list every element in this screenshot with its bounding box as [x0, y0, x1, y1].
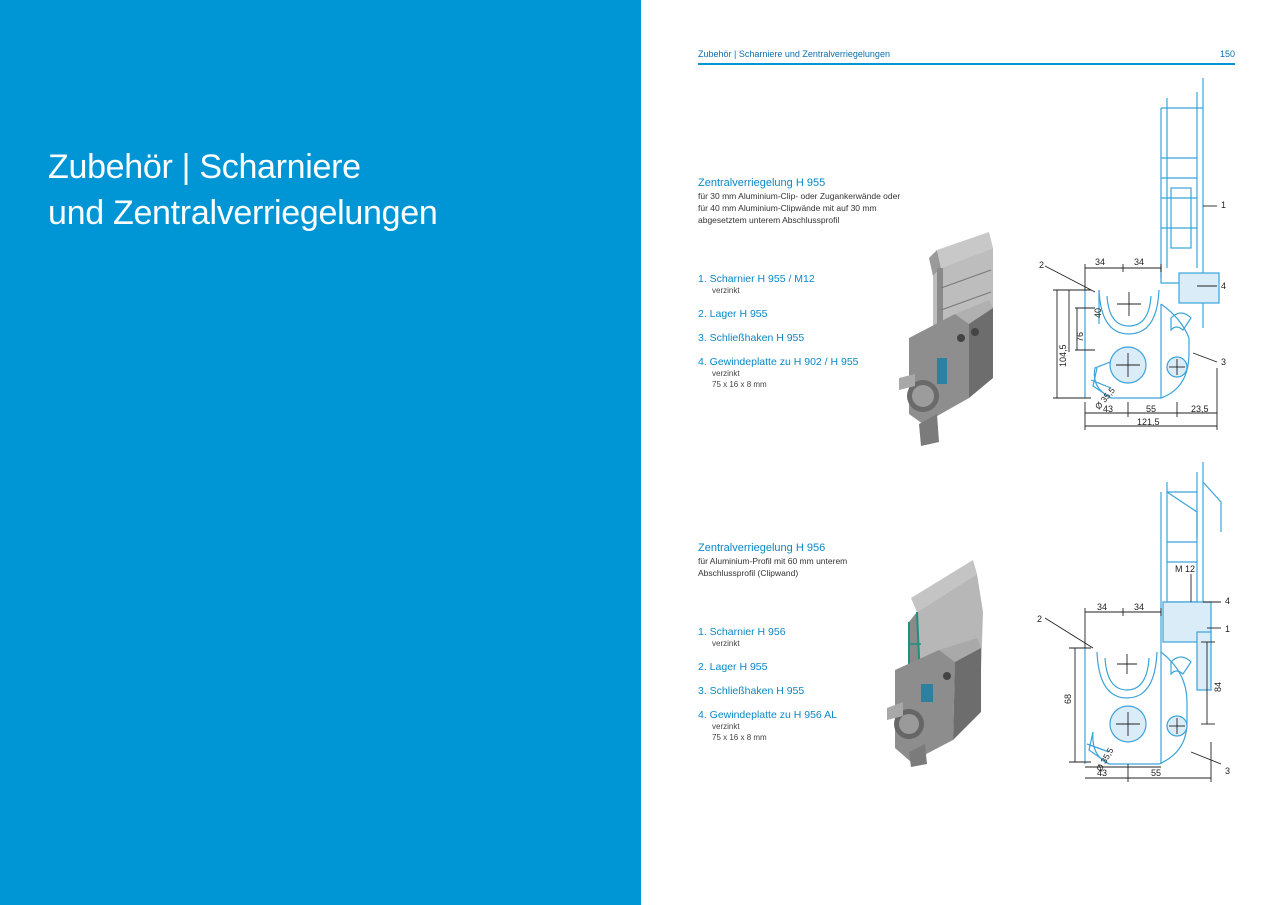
dim-label: 43	[1103, 404, 1113, 414]
desc-line: abgesetztem unterem Abschlussprofil	[698, 215, 840, 225]
dim-label: 34	[1097, 602, 1107, 612]
list-item: 3. Schließhaken H 955	[698, 685, 837, 697]
part-label: 2. Lager H 955	[698, 308, 768, 320]
dim-label: 34	[1095, 257, 1105, 267]
list-item: 1. Scharnier H 956 verzinkt	[698, 626, 837, 649]
part-finish: verzinkt	[712, 722, 740, 731]
dim-label: 43	[1097, 768, 1107, 778]
chapter-title: Zubehör | Scharniere und Zentralverriege…	[48, 144, 438, 236]
dim-label: 55	[1151, 768, 1161, 778]
list-item: 3. Schließhaken H 955	[698, 332, 859, 344]
list-item: 4. Gewindeplatte zu H 902 / H 955 verzin…	[698, 356, 859, 390]
part-finish: verzinkt	[712, 639, 740, 648]
part-label: 2. Lager H 955	[698, 661, 768, 673]
part-finish: verzinkt	[712, 369, 740, 378]
dim-label: 23,5	[1191, 404, 1209, 414]
desc-line: für Aluminium-Profil mit 60 mm unterem	[698, 556, 848, 566]
section-title-h956: Zentralverriegelung H 956	[698, 542, 826, 554]
dim-label: 68	[1063, 694, 1073, 704]
callout-4: 4	[1221, 281, 1226, 291]
list-item: 2. Lager H 955	[698, 308, 859, 320]
catalog-page: Zubehör | Scharniere und Zentralverriege…	[641, 0, 1280, 905]
dim-label: 121,5	[1137, 417, 1160, 427]
part-label: 1. Scharnier H 955 / M12	[698, 273, 815, 285]
list-item: 2. Lager H 955	[698, 661, 837, 673]
section-desc-h956: für Aluminium-Profil mit 60 mm unterem A…	[698, 555, 847, 579]
list-item: 4. Gewindeplatte zu H 956 AL verzinkt 75…	[698, 709, 837, 743]
callout-4: 4	[1225, 596, 1230, 606]
callout-3: 3	[1221, 357, 1226, 367]
list-item: 1. Scharnier H 955 / M12 verzinkt	[698, 273, 859, 296]
callout-1: 1	[1225, 624, 1230, 634]
chapter-title-line-1: Zubehör | Scharniere	[48, 148, 361, 186]
callout-2: 2	[1039, 260, 1044, 270]
dim-label: 76	[1075, 332, 1085, 342]
section-desc-h955: für 30 mm Aluminium-Clip- oder Zugankerw…	[698, 190, 900, 226]
parts-list-h956: 1. Scharnier H 956 verzinkt 2. Lager H 9…	[698, 626, 837, 755]
section-title-h955: Zentralverriegelung H 955	[698, 177, 826, 189]
running-head: Zubehör | Scharniere und Zentralverriege…	[698, 49, 890, 59]
page-number: 150	[1219, 49, 1235, 59]
part-label: 4. Gewindeplatte zu H 956 AL	[698, 709, 837, 721]
callout-1: 1	[1221, 200, 1226, 210]
desc-line: für 40 mm Aluminium-Clipwände mit auf 30…	[698, 203, 877, 213]
parts-list-h955: 1. Scharnier H 955 / M12 verzinkt 2. Lag…	[698, 273, 859, 402]
product-photo-h956	[887, 560, 983, 767]
product-photo-h955	[899, 232, 993, 446]
chapter-title-line-2: und Zentralverriegelungen	[48, 194, 438, 232]
part-size: 75 x 16 x 8 mm	[712, 380, 767, 389]
desc-line: Abschlussprofil (Clipwand)	[698, 568, 799, 578]
callout-2: 2	[1037, 614, 1042, 624]
dim-label: 104,5	[1058, 344, 1068, 367]
dim-label: 84	[1213, 682, 1223, 692]
part-label: 3. Schließhaken H 955	[698, 685, 805, 697]
callout-3: 3	[1225, 766, 1230, 776]
part-label: 1. Scharnier H 956	[698, 626, 786, 638]
dim-label: 55	[1146, 404, 1156, 414]
dim-label: 34	[1134, 602, 1144, 612]
dim-label: 34	[1134, 257, 1144, 267]
part-label: 3. Schließhaken H 955	[698, 332, 805, 344]
part-size: 75 x 16 x 8 mm	[712, 733, 767, 742]
dim-label: M 12	[1175, 564, 1195, 574]
part-finish: verzinkt	[712, 286, 740, 295]
desc-line: für 30 mm Aluminium-Clip- oder Zugankerw…	[698, 191, 901, 201]
page-header: Zubehör | Scharniere und Zentralverriege…	[698, 49, 1235, 65]
technical-drawing-h956: 34 34 M 12 1 2 3 4 68 84 Ø 35,5 43 55	[1037, 462, 1230, 782]
technical-drawing-h955: 34 34 1 2 3 4 104,5 76 40 Ø 35,5 43 55 2…	[1039, 78, 1226, 430]
part-label: 4. Gewindeplatte zu H 902 / H 955	[698, 356, 859, 368]
cover-panel: Zubehör | Scharniere und Zentralverriege…	[0, 0, 641, 905]
dim-label: 40	[1093, 308, 1103, 318]
